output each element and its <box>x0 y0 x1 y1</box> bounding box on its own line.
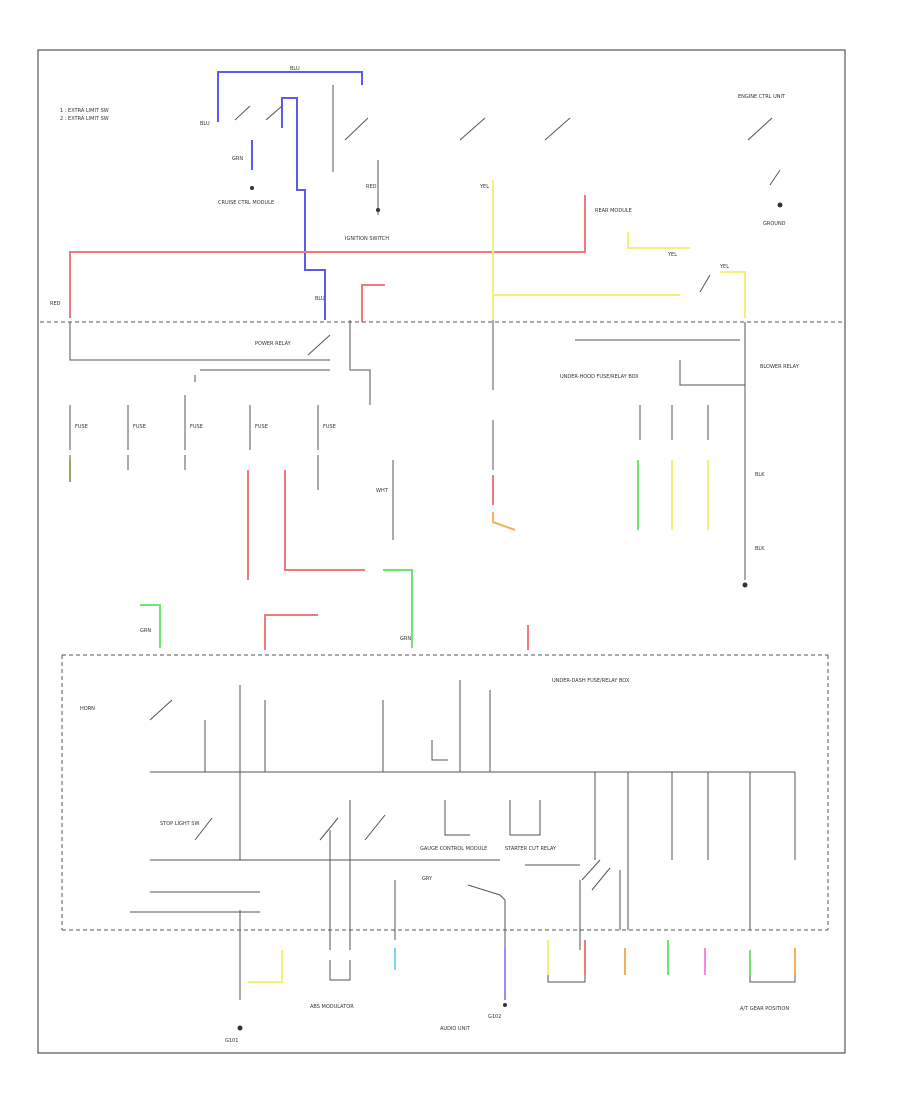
label-blu-mid: BLU <box>315 296 325 302</box>
block-horn: HORN <box>80 706 95 712</box>
label-g101: G101 <box>225 1038 238 1044</box>
label-grn-mid: GRN <box>400 636 411 642</box>
label-yel-2: YEL <box>667 252 677 258</box>
block-right-ground: GROUND <box>763 221 786 227</box>
diagram-frame <box>37 49 846 1054</box>
label-blk-right: BLK <box>755 472 765 478</box>
block-bottom-mid: AUDIO UNIT <box>440 1026 471 1032</box>
red-wire <box>69 195 586 975</box>
label-yel-1: YEL <box>479 184 489 190</box>
block-right-top: ENGINE CTRL UNIT <box>738 94 786 100</box>
blue-wire <box>217 71 363 320</box>
block-gauge: GAUGE CONTROL MODULE <box>420 846 487 852</box>
label-fuse-4: FUSE <box>255 424 268 430</box>
label-yel-3: YEL <box>719 264 729 270</box>
label-fuse-3: FUSE <box>190 424 203 430</box>
block-bottom-left: ABS MODULATOR <box>310 1004 354 1010</box>
legend-line-2: 2 : EXTRA LIMIT SW <box>60 116 109 122</box>
label-blk-right-2: BLK <box>755 546 765 552</box>
block-top-left-module: CRUISE CTRL MODULE <box>218 200 274 206</box>
label-blu-top: BLU <box>290 66 300 72</box>
block-starter: STARTER CUT RELAY <box>505 846 557 852</box>
block-under-dash: UNDER-DASH FUSE/RELAY BOX <box>552 678 630 684</box>
ground-symbols <box>237 186 783 1031</box>
label-grn-stub: GRN <box>232 156 243 162</box>
block-blower: BLOWER RELAY <box>760 364 800 370</box>
label-fuse-1: FUSE <box>75 424 88 430</box>
label-g102: G102 <box>488 1014 501 1020</box>
green-wire <box>140 460 751 975</box>
label-wht-mid: WHT <box>376 488 389 494</box>
block-bottom-right: A/T GEAR POSITION <box>740 1006 789 1012</box>
block-relay-box: POWER RELAY <box>255 341 292 347</box>
label-red-left: RED <box>50 301 61 307</box>
label-fuse-5: FUSE <box>323 424 336 430</box>
orange-wire-1 <box>492 512 516 531</box>
label-red-ign: RED <box>366 184 377 190</box>
label-fuse-2: FUSE <box>133 424 146 430</box>
block-stop-light: STOP LIGHT SW <box>160 821 199 827</box>
block-rear-module: REAR MODULE <box>595 208 632 214</box>
label-blu-left: BLU <box>200 121 210 127</box>
label-gry-bot: GRY <box>422 876 433 882</box>
block-hood-box: UNDER-HOOD FUSE/RELAY BOX <box>560 374 639 380</box>
block-ign-switch: IGNITION SWITCH <box>345 236 389 242</box>
switch-contacts <box>149 105 781 891</box>
legend-line-1: 1 : EXTRA LIMIT SW <box>60 108 109 114</box>
black-wires <box>40 85 845 1000</box>
label-grn-low: GRN <box>140 628 151 634</box>
yellow-wire <box>69 180 746 983</box>
